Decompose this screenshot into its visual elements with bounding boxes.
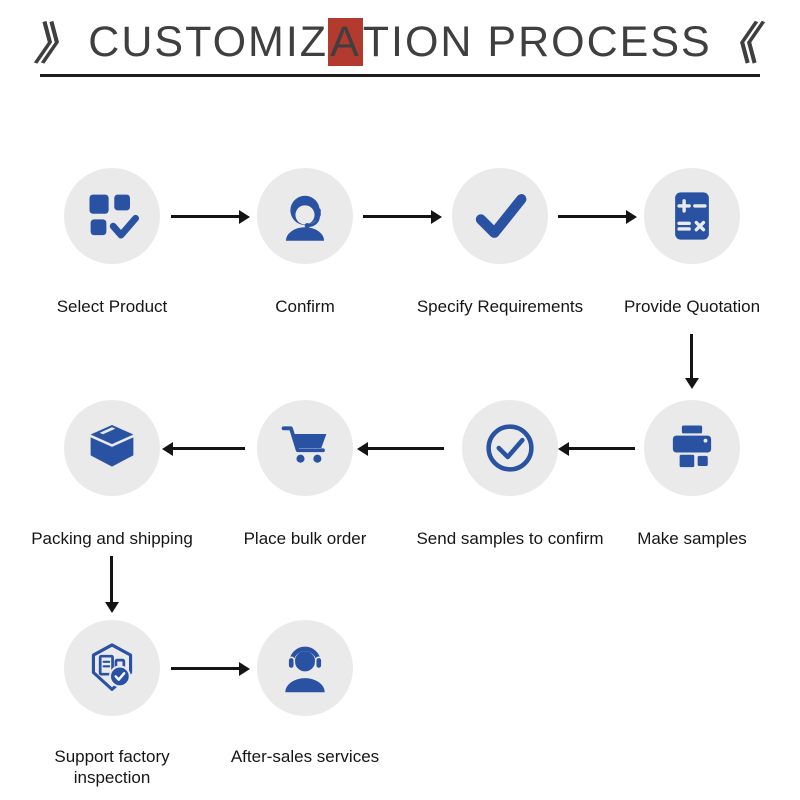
step-make-samples [644,400,740,496]
right-chevron-mark: 《 [711,20,766,69]
step-label: After-sales services [230,747,380,766]
package-box-icon [90,424,134,467]
product-grid-check-icon [89,194,139,239]
step-provide-quotation [644,168,740,264]
step-place-bulk-order [257,400,353,496]
factory-inspection-icon [91,643,133,691]
arrow-packing-to-inspection [110,556,113,602]
shopping-cart-icon [281,426,327,463]
step-specify-requirements [452,168,548,264]
step-after-sales [257,620,353,716]
checkmark-icon [475,194,527,238]
step-send-samples [462,400,558,496]
arrow-confirm-to-specify [363,215,431,218]
arrow-specify-to-quotation [558,215,626,218]
calculator-icon [675,192,709,240]
step-confirm [257,168,353,264]
step-label: Confirm [275,297,335,316]
left-chevron-mark: 》 [32,20,87,69]
customer-service-icon [285,195,325,241]
arrow-quotation-to-samples [690,334,693,378]
step-label: Support factory inspection [54,747,170,788]
title-text: CUSTOMIZATION PROCESS [88,18,711,66]
arrow-inspection-to-after-sales [171,667,239,670]
step-packing-shipping [64,400,160,496]
circle-check-icon [486,424,534,472]
step-label: Select Product [56,297,168,316]
arrow-select-to-confirm [171,215,239,218]
title-part-2: TION PROCESS [362,18,712,66]
title-part-1: CUSTOMIZ [88,18,329,66]
headphones-support-icon [285,646,325,693]
step-label: Packing and shipping [31,529,193,548]
arrow-confirm-samples-to-bulk-order [368,447,444,450]
title-divider-line [40,74,760,77]
step-label: Place bulk order [243,529,367,548]
arrow-bulk-order-to-packing [173,447,245,450]
step-factory-inspection [64,620,160,716]
step-select-product [64,168,160,264]
arrow-samples-to-confirm-samples [569,447,635,450]
printer-icon [672,425,712,468]
step-label: Send samples to confirm [416,529,604,548]
step-label: Make samples [637,529,747,548]
page-title: 》CUSTOMIZATION PROCESS《 [0,8,800,72]
step-label: Specify Requirements [416,297,584,316]
step-label: Provide Quotation [623,297,761,316]
title-highlighted-letter: A [328,18,363,66]
